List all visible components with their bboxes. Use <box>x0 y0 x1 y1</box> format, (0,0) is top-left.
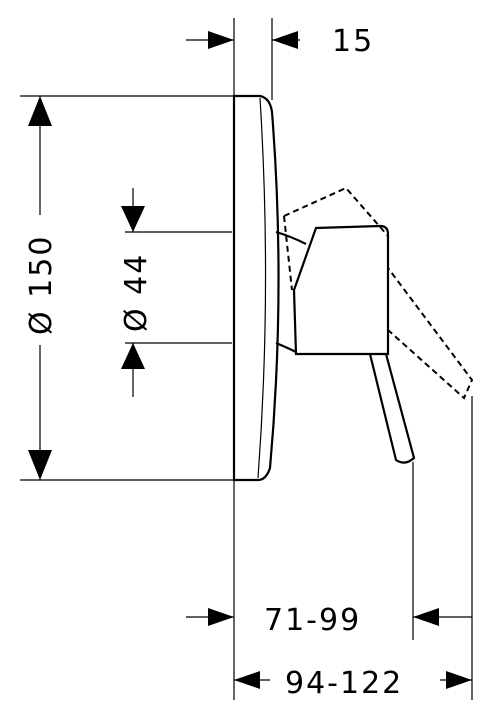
dimension-71-99: 71-99 <box>186 603 472 638</box>
wall-plate <box>232 94 280 482</box>
dimension-15: 15 <box>186 24 374 59</box>
dimension-94-122: 94-122 <box>234 666 472 701</box>
dimension-label-71-99: 71-99 <box>264 603 361 638</box>
arrow-down-icon <box>121 206 145 232</box>
arrow-right-icon <box>208 608 234 626</box>
arrow-left-icon <box>413 608 439 626</box>
mixer-handle <box>275 224 416 464</box>
dimension-label-diameter-44: Ø 44 <box>119 253 154 332</box>
arrow-up-icon <box>28 96 52 126</box>
arrow-right-icon <box>446 671 472 689</box>
dimension-label-diameter-150: Ø 150 <box>24 235 59 335</box>
extension-lines <box>20 18 473 700</box>
dimension-label-94-122: 94-122 <box>285 666 403 701</box>
arrow-left-icon <box>234 671 260 689</box>
dimension-label-15: 15 <box>332 24 374 59</box>
dimension-diameter-44: Ø 44 <box>119 188 154 397</box>
arrow-left-icon <box>272 31 298 49</box>
arrow-right-icon <box>208 31 234 49</box>
arrow-up-icon <box>121 343 145 369</box>
dimension-diameter-150: Ø 150 <box>24 96 59 480</box>
arrow-down-icon <box>28 450 52 480</box>
lever-alternate-position <box>283 186 474 400</box>
